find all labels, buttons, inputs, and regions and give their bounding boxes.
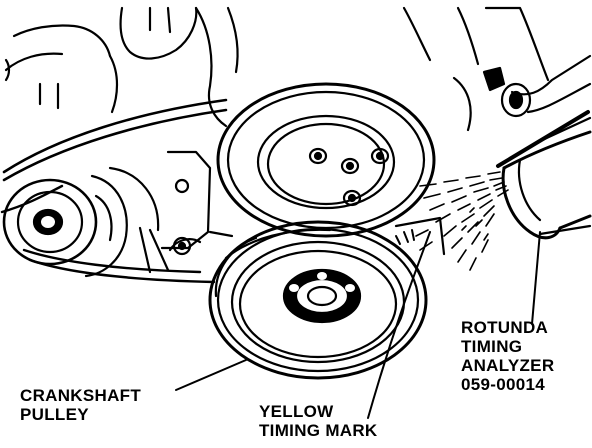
analyzer-label-line-1: ROTUNDA: [461, 318, 549, 337]
strobe-beam: [415, 171, 509, 271]
yellow-mark-label-line-2: TIMING MARK: [259, 421, 378, 440]
water-pump-pulley: [216, 82, 436, 238]
upper-hose: [402, 6, 592, 132]
analyzer-label-line-2: TIMING: [461, 337, 523, 356]
timing-analyzer-tool: [496, 110, 592, 240]
analyzer-leader: [531, 231, 541, 325]
crankshaft-label: CRANKSHAFT PULLEY: [20, 386, 141, 424]
drive-belt: [0, 98, 228, 284]
yellow-mark-leader: [367, 231, 431, 419]
crankshaft-pulley: [208, 220, 428, 380]
analyzer-label: ROTUNDA TIMING ANALYZER 059-00014: [461, 318, 554, 394]
yellow-mark-label: YELLOW TIMING MARK: [259, 402, 378, 440]
idler-pulley: [2, 166, 160, 278]
yellow-mark-label-line-1: YELLOW: [259, 402, 334, 421]
crankshaft-label-line-2: PULLEY: [20, 405, 89, 424]
timing-mark-scale: [395, 229, 415, 245]
engine-block-top: [4, 6, 239, 128]
timing-cover: [138, 150, 446, 274]
leader-lines: [175, 231, 541, 419]
analyzer-label-line-4: 059-00014: [461, 375, 545, 394]
crankshaft-label-line-1: CRANKSHAFT: [20, 386, 142, 405]
crankshaft-leader: [175, 359, 247, 391]
analyzer-label-line-3: ANALYZER: [461, 356, 555, 375]
